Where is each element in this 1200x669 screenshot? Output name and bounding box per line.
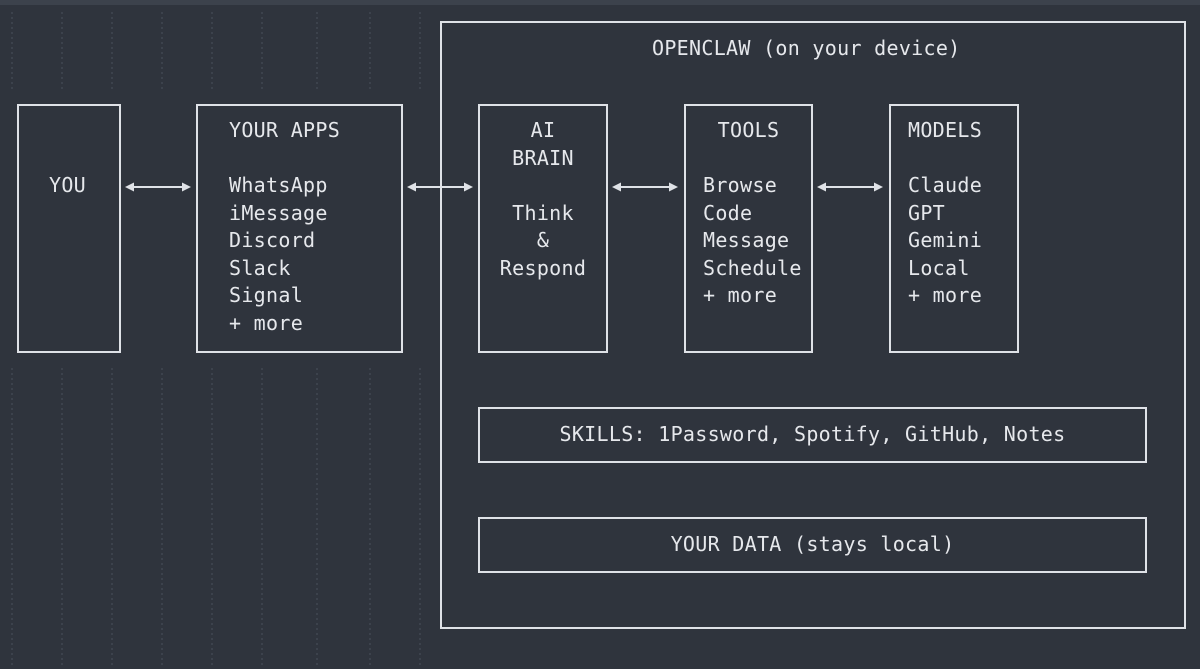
apps-item-whatsapp: WhatsApp: [229, 173, 328, 197]
brain-title-line-1: AI: [530, 118, 556, 142]
you-label: YOU: [49, 173, 87, 197]
models-title: MODELS: [908, 118, 983, 142]
apps-item-signal: Signal: [229, 283, 304, 307]
brain-box: [478, 104, 608, 353]
tools-item-more: + more: [703, 283, 778, 307]
apps-item-more: + more: [229, 310, 304, 335]
arrow-tools-models: [817, 182, 883, 192]
tools-box: [684, 104, 813, 353]
brain-body-line-3: Respond: [499, 255, 587, 280]
openclaw-container: [440, 21, 1186, 629]
models-box: [889, 104, 1019, 353]
models-item-more: + more: [908, 283, 983, 307]
you-box: [17, 104, 121, 353]
top-bar: [0, 0, 1200, 5]
data-box: [478, 517, 1147, 573]
models-item-local: Local: [908, 255, 970, 280]
models-item-claude: Claude: [908, 173, 983, 197]
data-label: YOUR DATA (stays local): [670, 532, 955, 556]
openclaw-title: OPENCLAW (on your device): [652, 36, 961, 60]
models-item-gpt: GPT: [908, 200, 946, 225]
skills-label: SKILLS: 1Password, Spotify, GitHub, Note…: [559, 422, 1066, 446]
tools-item-browse: Browse: [703, 173, 778, 197]
guide-lines-upper: [11, 12, 421, 92]
tools-item-message: Message: [703, 228, 790, 252]
arrow-apps-brain: [407, 182, 473, 192]
tools-item-schedule: Schedule: [703, 255, 802, 280]
apps-item-imessage: iMessage: [229, 200, 328, 225]
brain-body-line-2: &: [536, 228, 550, 252]
arrow-brain-tools: [612, 182, 678, 192]
tools-title: TOOLS: [717, 118, 780, 142]
apps-box: [196, 104, 403, 353]
models-item-gemini: Gemini: [908, 228, 983, 252]
apps-title: YOUR APPS: [229, 118, 341, 142]
skills-box: [478, 407, 1147, 463]
apps-item-slack: Slack: [229, 255, 291, 280]
apps-item-discord: Discord: [229, 228, 316, 252]
brain-title-line-2: BRAIN: [512, 145, 574, 170]
tools-item-code: Code: [703, 200, 753, 225]
arrow-you-apps: [125, 182, 191, 192]
brain-body-line-1: Think: [512, 200, 574, 225]
